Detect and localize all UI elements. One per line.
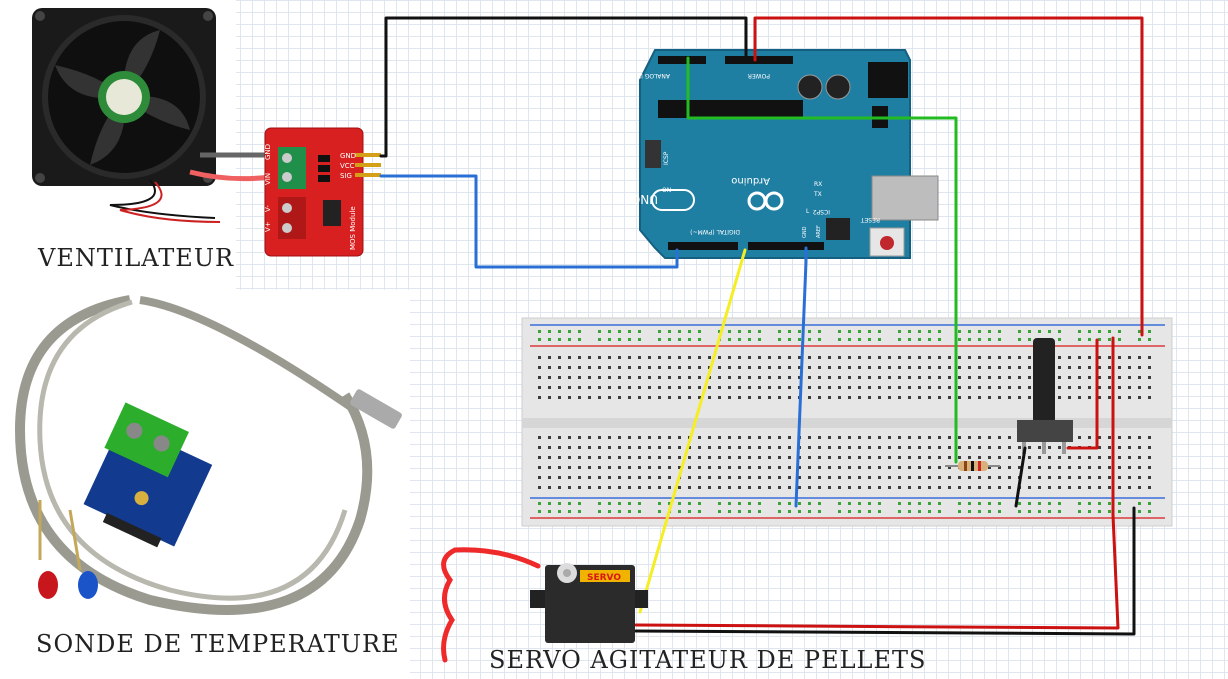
- arduino-logo: [747, 191, 784, 211]
- dc-jack: [868, 62, 908, 98]
- resistor: [945, 461, 1000, 471]
- mos-pin-left-vplus: V+: [264, 221, 272, 232]
- atmega-chip: [658, 100, 803, 118]
- caption-probe: SONDE DE TEMPERATURE: [36, 630, 400, 658]
- wire-red-pot: [1066, 338, 1099, 450]
- mos-module-name: MOS Module: [349, 206, 357, 250]
- fan-wire-red: [189, 169, 271, 182]
- arduino-rx-label: RX: [814, 181, 822, 188]
- arduino-icsp-label: ICSP: [663, 151, 670, 165]
- thermocouple-image: [0, 290, 410, 679]
- fan-image: [0, 0, 236, 290]
- arduino-digital-label: DIGITAL (PWM~): [690, 228, 740, 235]
- arduino-tx-label: TX: [813, 191, 822, 198]
- servo: [441, 547, 648, 663]
- mos-pin-sig: SIG: [340, 172, 352, 180]
- arduino-board: [639, 49, 939, 259]
- reset-button: [880, 236, 894, 250]
- arduino-brand-label: Arduino: [731, 175, 770, 186]
- arduino-analog-label: ANALOG IN: [637, 72, 670, 79]
- arduino-reset-label: RESET: [860, 216, 880, 223]
- servo-label: SERVO: [587, 573, 621, 583]
- breadboard: [521, 317, 1173, 527]
- mos-pin-left-vin: VIN: [264, 173, 272, 185]
- red-terminal: [38, 571, 58, 599]
- servo-red-scribble: [441, 547, 541, 663]
- arduino-on-label: ON: [662, 187, 671, 194]
- wire-red-5v: [753, 16, 1144, 337]
- arduino-model-label: UNO: [631, 192, 658, 206]
- mos-pin-left-vminus: V-: [264, 205, 272, 212]
- caption-servo: SERVO AGITATEUR DE PELLETS: [489, 646, 927, 674]
- arduino-power-label: POWER: [748, 72, 770, 79]
- wire-blue-gnd: [794, 246, 808, 508]
- wire-black-servo: [634, 506, 1136, 636]
- arduino-l-label: L: [806, 208, 810, 215]
- wire-red-servo: [634, 336, 1120, 630]
- breadboard-holes: [538, 330, 1151, 513]
- wire-green-a0: [686, 56, 958, 464]
- mos-pin-gnd: GND: [340, 152, 356, 160]
- wire-yellow-servo: [638, 248, 747, 614]
- mos-pin-vcc: VCC: [340, 162, 355, 170]
- arduino-aref-label: AREF: [816, 225, 822, 238]
- arduino-icsp2-label: ICSP2: [813, 208, 830, 215]
- mos-pin-left-gnd: GND: [264, 144, 272, 160]
- wire-blue-sig: [379, 174, 679, 269]
- arduino-gnd-label: GND: [802, 226, 808, 238]
- wire-black-pot: [1014, 446, 1027, 508]
- mos-module: [264, 127, 381, 257]
- wire-black-gnd: [379, 16, 748, 158]
- blue-terminal: [78, 571, 98, 599]
- usb-port: [871, 175, 939, 221]
- caption-fan: VENTILATEUR: [38, 244, 235, 272]
